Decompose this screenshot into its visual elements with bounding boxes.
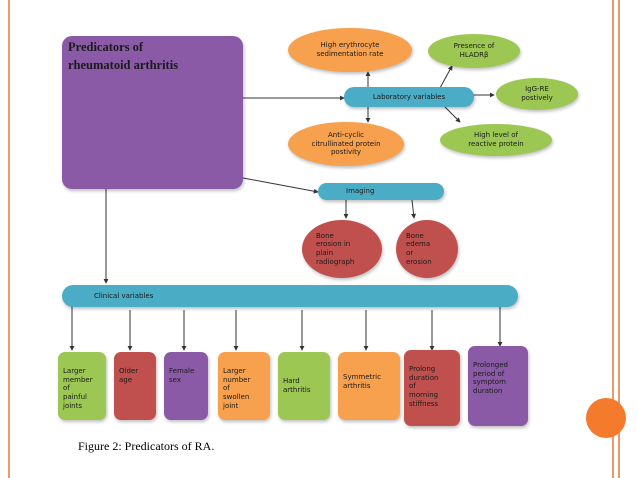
arrow-title-to-imaging	[242, 177, 319, 194]
node-clinical-hub-label: Clinical variables	[94, 291, 154, 300]
node-ccp: Anti-cyclic citrullinated protein postiv…	[288, 122, 404, 166]
slide-border-left	[8, 0, 10, 478]
clinical-item-5: Hard arthritis	[278, 352, 330, 420]
clinical-item-1: Larger member of painful joints	[58, 352, 106, 420]
clinical-item-3-label: Female sex	[169, 366, 195, 384]
node-imaging-hub: Imaging	[318, 183, 444, 200]
clinical-item-8-label: Prolonged period of symptom duration	[473, 360, 508, 395]
node-bone-erosion-label: Bone erosion in plain radiograph	[316, 231, 355, 266]
title-line-2: rheumatoid arthritis	[68, 57, 179, 72]
node-crp-label: High level of reactive protein	[468, 131, 524, 148]
node-bone-edema: Bone edema or erosion	[396, 220, 458, 278]
node-lab-hub: Laboratory variables	[344, 87, 474, 107]
clinical-item-6-label: Symmetric arthritis	[343, 372, 381, 390]
node-hla-label: Presence of HLADRβ	[453, 42, 495, 59]
clinical-item-3: Female sex	[164, 352, 208, 420]
clinical-item-2-label: Older age	[119, 366, 139, 384]
corner-accent-circle	[586, 398, 626, 438]
node-lab-hub-label: Laboratory variables	[372, 92, 446, 101]
arrow-lab-to-hla	[439, 65, 453, 89]
clinical-item-4: Larger number of swollen joint	[218, 352, 270, 420]
clinical-item-2: Older age	[114, 352, 156, 420]
clinical-item-7: Prolong duration of morning stiffness	[404, 350, 460, 426]
title-box: Predicators of rheumatoid arthritis	[62, 36, 243, 189]
node-clinical-hub: Clinical variables	[62, 285, 518, 307]
node-bone-edema-label: Bone edema or erosion	[406, 231, 432, 266]
figure-caption: Figure 2: Predicators of RA.	[78, 439, 215, 453]
clinical-item-8: Prolonged period of symptom duration	[468, 346, 528, 426]
node-igg: IgG-RE postively	[496, 78, 578, 110]
node-esr: High erythrocyte sedimentation rate	[288, 28, 412, 72]
slide-border-right-inner	[618, 0, 620, 478]
node-hla: Presence of HLADRβ	[428, 34, 520, 68]
node-crp: High level of reactive protein	[440, 124, 552, 156]
node-igg-label: IgG-RE postively	[521, 85, 553, 102]
node-imaging-hub-label: Imaging	[346, 187, 375, 196]
clinical-item-7-label: Prolong duration of morning stiffness	[409, 364, 439, 408]
title-line-1: Predicators of	[68, 40, 144, 54]
clinical-item-4-label: Larger number of swollen joint	[223, 366, 251, 410]
slide-border-right	[612, 0, 614, 478]
arrow-lab-to-crp	[443, 105, 461, 123]
node-ccp-label: Anti-cyclic citrullinated protein postiv…	[311, 130, 381, 157]
node-esr-label: High erythrocyte sedimentation rate	[316, 41, 384, 58]
clinical-item-1-label: Larger member of painful joints	[63, 366, 93, 410]
node-bone-erosion: Bone erosion in plain radiograph	[302, 220, 382, 278]
clinical-item-6: Symmetric arthritis	[338, 352, 400, 420]
arrow-imaging-to-edema	[411, 199, 417, 219]
clinical-item-5-label: Hard arthritis	[283, 376, 311, 394]
